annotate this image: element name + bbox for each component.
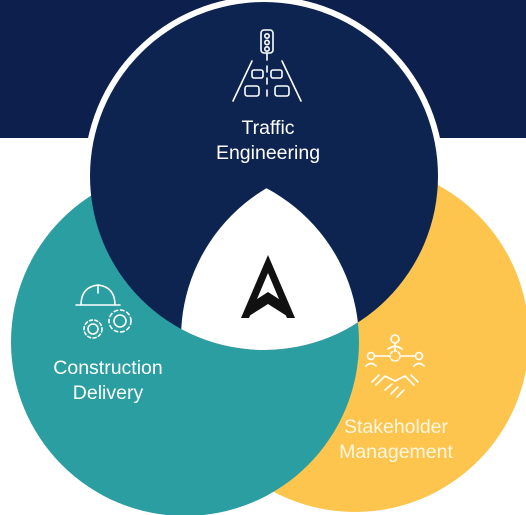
hardhat-gears-icon <box>75 284 132 339</box>
construction-label-line1: Construction <box>53 357 163 379</box>
traffic-circle <box>90 2 438 350</box>
stakeholder-label-line2: Management <box>339 441 453 463</box>
traffic-label-line1: Traffic <box>241 117 295 139</box>
construction-label-line2: Delivery <box>72 382 144 404</box>
stakeholder-label-line1: Stakeholder <box>343 416 449 438</box>
chevron-a-logo-icon <box>241 255 295 318</box>
traffic-label-line2: Engineering <box>215 142 321 164</box>
stakeholder-management-label: Stakeholder Management <box>296 415 496 465</box>
handshake-network-icon <box>365 334 425 398</box>
traffic-road-icon <box>232 29 302 102</box>
traffic-engineering-label: Traffic Engineering <box>168 116 368 166</box>
construction-delivery-label: Construction Delivery <box>8 356 208 406</box>
